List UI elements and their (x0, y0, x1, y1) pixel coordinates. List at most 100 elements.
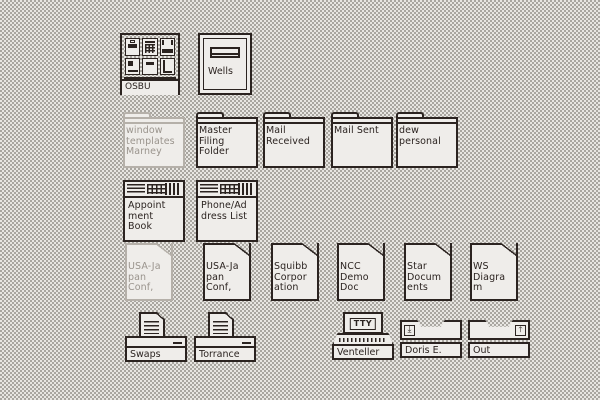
document-shape: Star Docum ents (404, 243, 452, 301)
icon-phone-address-list[interactable]: Phone/Ad dress List (196, 180, 258, 242)
icon-label: Doris E. (400, 342, 462, 358)
document-shape: USA-Ja pan Conf, (203, 243, 251, 301)
icon-label: USA-Ja pan Conf, (206, 261, 239, 293)
document-shape: USA-Ja pan Conf, (125, 243, 173, 301)
basket-document-icon (208, 312, 234, 340)
icon-label: Out (468, 342, 530, 358)
basket-shape: Torrance (194, 312, 256, 362)
icon-folder-mail-sent[interactable]: Mail Sent (331, 112, 393, 168)
book-pages-icon (165, 183, 181, 195)
calculator-icon (142, 38, 158, 56)
book-grid-icon (220, 184, 238, 194)
folder-shape: Mail Sent (331, 112, 393, 168)
form-document-icon (125, 57, 141, 75)
folder-body (396, 117, 458, 168)
folder-tab (263, 112, 291, 119)
book-spine (125, 182, 183, 198)
icon-terminal-venteller[interactable]: TTY Venteller (332, 312, 394, 360)
icon-document-star-documents[interactable]: Star Docum ents (404, 243, 452, 301)
divider (124, 77, 176, 79)
folder-tab (331, 112, 359, 119)
terminal-screen-text: TTY (349, 318, 377, 330)
icon-label: Wells (208, 66, 233, 77)
book-lines-icon (200, 184, 218, 194)
folder-body (331, 117, 393, 168)
tray-shape: ⤒ Out (468, 320, 530, 358)
basket-shape: Swaps (125, 312, 187, 362)
page-fold-icon (225, 312, 234, 320)
icon-label: Torrance (194, 346, 256, 362)
icon-label: OSBU (122, 79, 178, 95)
page-fold-icon (435, 243, 452, 256)
book-shape: Phone/Ad dress List (196, 180, 258, 242)
page-fold-icon (156, 243, 173, 256)
icon-folder-dew-personal[interactable]: dew personal (396, 112, 458, 168)
folder-shape: dew personal (396, 112, 458, 168)
folder-shape: Master Filing Folder (196, 112, 258, 168)
icon-label: Mail Sent (334, 125, 379, 136)
terminal-keys-icon (339, 338, 387, 342)
icon-label: Phone/Ad dress List (201, 200, 248, 222)
icon-wells-record-file[interactable]: Wells (198, 33, 252, 95)
page-fold-icon (302, 243, 319, 256)
icon-label: Swaps (125, 346, 187, 362)
document-shape: Squibb Corpor ation (271, 243, 319, 301)
icon-label: dew personal (399, 125, 441, 147)
icon-label: Master Filing Folder (199, 125, 233, 157)
folder-body (123, 117, 185, 168)
icon-document-usa-japan-conf-1[interactable]: USA-Ja pan Conf, (125, 243, 173, 301)
icon-basket-torrance[interactable]: Torrance (194, 312, 256, 362)
icon-osbu-suite[interactable]: OSBU (120, 33, 180, 95)
page-fold-icon (501, 243, 518, 256)
page-fold-icon (234, 243, 251, 256)
folder-shape: Mail Received (263, 112, 325, 168)
icon-folder-mail-received[interactable]: Mail Received (263, 112, 325, 168)
terminal-screen: TTY (343, 312, 383, 334)
icon-document-ws-diagram[interactable]: WS Diagra m (470, 243, 518, 301)
icon-label: USA-Ja pan Conf, (128, 261, 161, 293)
record-file-inner: Wells (203, 38, 247, 90)
icon-label: Squibb Corpor ation (274, 261, 308, 293)
icon-label: WS Diagra m (473, 261, 506, 293)
out-arrow-icon: ⤒ (515, 325, 526, 336)
icon-label: Star Docum ents (407, 261, 442, 293)
icon-label: Mail Received (266, 125, 311, 147)
in-tray-icon (159, 38, 175, 56)
folder-body (196, 117, 258, 168)
printer-icon (125, 38, 141, 56)
document-shape: WS Diagra m (470, 243, 518, 301)
tray-shape: ⤓ Doris E. (400, 320, 462, 358)
page-fold-icon (368, 243, 385, 256)
suite-frame: OSBU (120, 33, 180, 95)
icon-document-usa-japan-conf-2[interactable]: USA-Ja pan Conf, (203, 243, 251, 301)
icon-folder-master-filing-folder[interactable]: Master Filing Folder (196, 112, 258, 168)
folder-body (263, 117, 325, 168)
folder-shape: window templates Marney (123, 112, 185, 168)
icon-label: Venteller (332, 344, 394, 360)
icon-label: NCC Demo Doc (340, 261, 369, 293)
report-document-icon (159, 57, 175, 75)
icon-in-basket-doris-e[interactable]: ⤓ Doris E. (400, 320, 462, 358)
icon-label: Appoint ment Book (128, 200, 166, 232)
book-pages-icon (238, 183, 254, 195)
book-shape: Appoint ment Book (123, 180, 185, 242)
icon-appointment-book[interactable]: Appoint ment Book (123, 180, 185, 242)
suite-icon-grid (122, 35, 178, 77)
icon-document-squibb-corporation[interactable]: Squibb Corpor ation (271, 243, 319, 301)
icon-folder-window-templates-marney[interactable]: window templates Marney (123, 112, 185, 168)
memo-document-icon (142, 57, 158, 75)
icon-label: window templates Marney (126, 125, 175, 157)
record-file-divider-icon (210, 47, 240, 58)
book-spine (198, 182, 256, 198)
folder-tab (123, 112, 151, 119)
terminal-shape: TTY Venteller (332, 312, 394, 360)
icon-out-basket-out[interactable]: ⤒ Out (468, 320, 530, 358)
icon-basket-swaps[interactable]: Swaps (125, 312, 187, 362)
book-grid-icon (147, 184, 165, 194)
in-arrow-icon: ⤓ (404, 325, 415, 336)
record-file-frame: Wells (198, 33, 252, 95)
icon-document-ncc-demo-doc[interactable]: NCC Demo Doc (337, 243, 385, 301)
page-fold-icon (156, 312, 165, 320)
book-lines-icon (127, 184, 145, 194)
